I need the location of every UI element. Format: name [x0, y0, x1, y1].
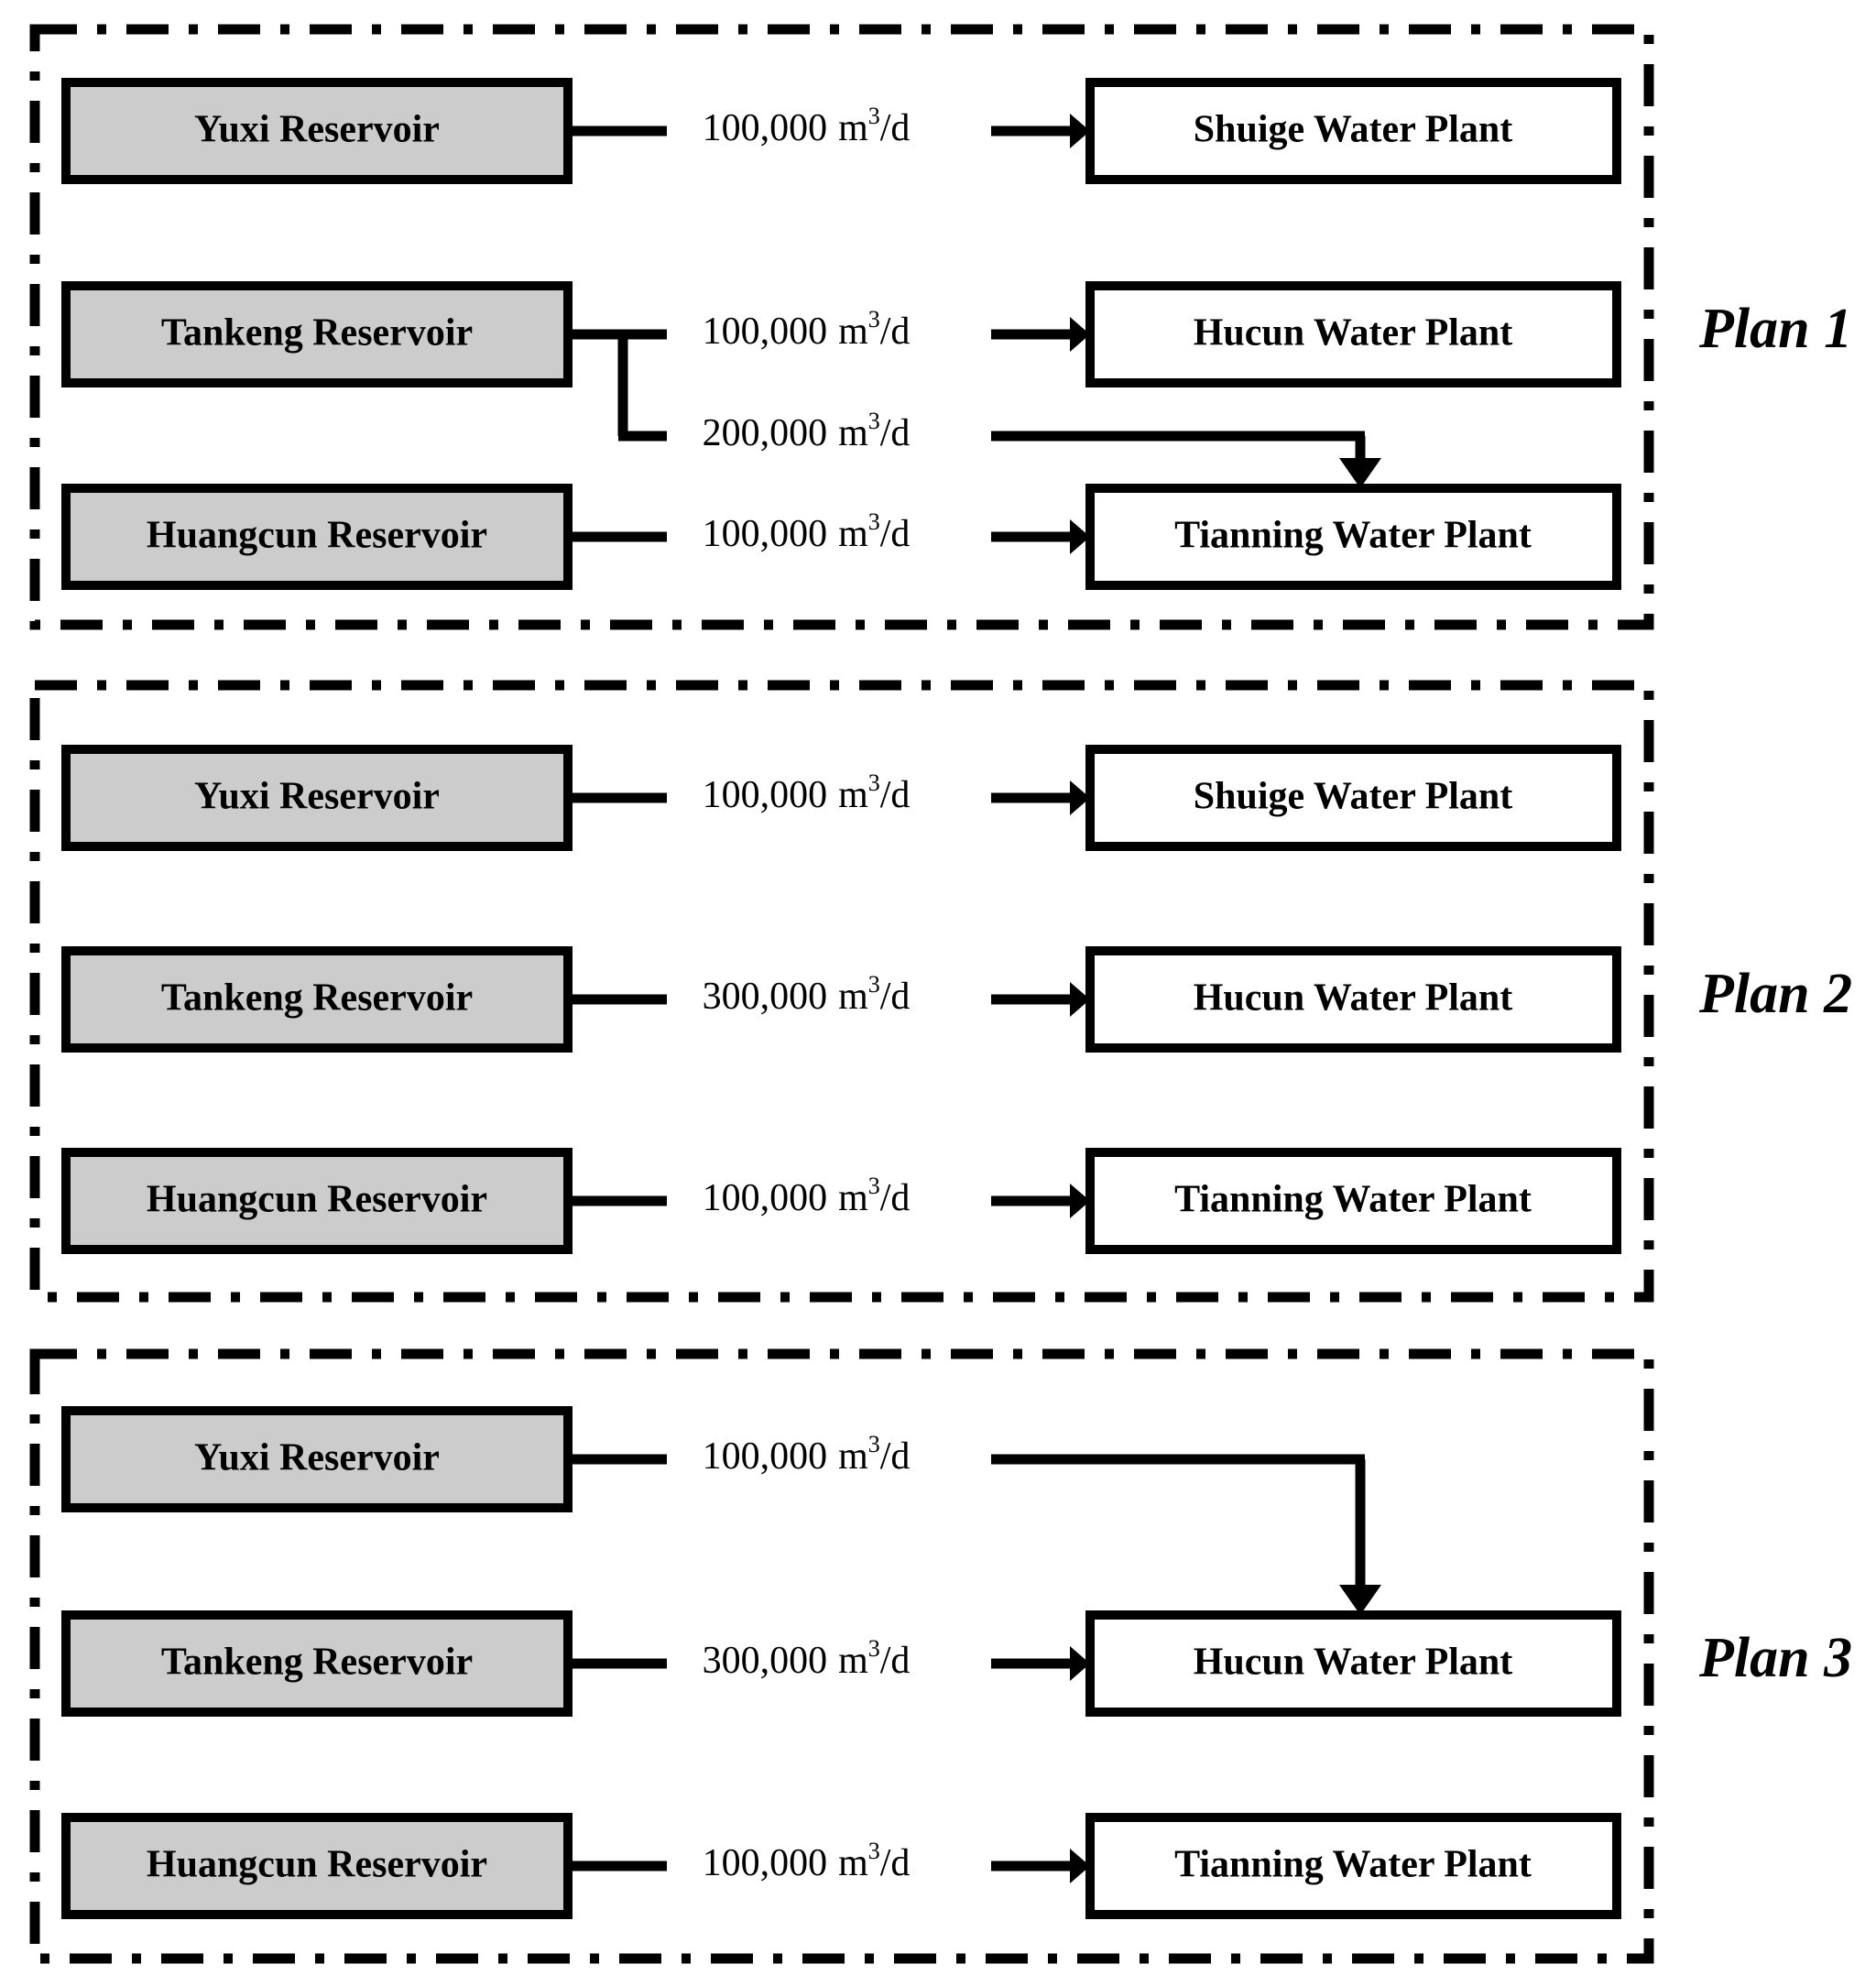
plan-3-plant-hucun-box — [1085, 1610, 1621, 1717]
plan-1-plant-tianning-label: Tianning Water Plant — [1174, 515, 1532, 557]
plan-2-flow-3-arrowhead — [1070, 1184, 1090, 1218]
plan-1-panel: Yuxi Reservoir Tankeng Reservoir Huangcu… — [29, 24, 1852, 630]
plan-1-reservoir-yuxi-box — [61, 78, 573, 184]
plan-3-reservoir-huangcun-label: Huangcun Reservoir — [147, 1844, 487, 1886]
plan-1-reservoir-tankeng-box — [61, 281, 573, 387]
plan-1-flow-3-arrowhead — [1339, 458, 1381, 488]
plan-3-plant-hucun-label: Hucun Water Plant — [1194, 1642, 1513, 1684]
plan-3-reservoir-huangcun-box — [61, 1813, 573, 1919]
plan-1-plant-shuige-box — [1085, 78, 1621, 184]
plan-2-reservoir-tankeng-box — [61, 946, 573, 1053]
plan-1-reservoir-yuxi-label: Yuxi Reservoir — [194, 109, 440, 151]
plan-1-flow-4-arrowhead — [1070, 519, 1090, 554]
plan-2-border — [29, 680, 1654, 1303]
plan-2-plant-tianning-label: Tianning Water Plant — [1174, 1179, 1532, 1221]
plan-2-reservoir-yuxi-label: Yuxi Reservoir — [194, 776, 440, 818]
plan-3-plant-tianning-label: Tianning Water Plant — [1174, 1844, 1532, 1886]
plan-3-border — [29, 1348, 1654, 1964]
plan-3-reservoir-tankeng-label: Tankeng Reservoir — [161, 1642, 473, 1684]
plan-2-panel: Yuxi Reservoir Tankeng Reservoir Huangcu… — [29, 680, 1852, 1303]
plan-2-reservoir-tankeng-label: Tankeng Reservoir — [161, 977, 473, 1020]
plan-3-reservoir-yuxi-label: Yuxi Reservoir — [194, 1437, 440, 1479]
plan-3-flow-1-arrowhead — [1339, 1585, 1381, 1615]
plan-3-plant-tianning-box — [1085, 1813, 1621, 1919]
plan-2-plant-hucun-label: Hucun Water Plant — [1194, 977, 1513, 1020]
plan-1-flow-2-arrowhead — [1070, 317, 1090, 352]
plan-1-title: Plan 1 — [1698, 298, 1852, 360]
plan-3-flow-2-arrowhead — [1070, 1646, 1090, 1681]
plan-2-plant-shuige-label: Shuige Water Plant — [1194, 776, 1513, 818]
plan-1-plant-shuige-label: Shuige Water Plant — [1194, 109, 1513, 151]
plan-1-reservoir-tankeng-label: Tankeng Reservoir — [161, 312, 473, 355]
plan-2-flow-2-arrowhead — [1070, 982, 1090, 1017]
plan-2-reservoir-huangcun-label: Huangcun Reservoir — [147, 1179, 487, 1221]
plan-2-title: Plan 2 — [1698, 963, 1852, 1025]
plan-2-reservoir-huangcun-box — [61, 1148, 573, 1254]
plan-1-reservoir-huangcun-box — [61, 484, 573, 590]
plan-3-title: Plan 3 — [1698, 1627, 1852, 1689]
plan-1-reservoir-huangcun-label: Huangcun Reservoir — [147, 515, 487, 557]
plan-1-plant-hucun-label: Hucun Water Plant — [1194, 312, 1513, 355]
plan-2-flow-1-arrowhead — [1070, 780, 1090, 815]
plan-3-flow-3-arrowhead — [1070, 1849, 1090, 1883]
plan-2-reservoir-yuxi-box — [61, 745, 573, 851]
plan-1-flow-1-arrowhead — [1070, 114, 1090, 148]
plan-3-reservoir-yuxi-box — [61, 1406, 573, 1512]
plan-3-panel: Yuxi Reservoir Tankeng Reservoir Huangcu… — [29, 1348, 1852, 1964]
plan-1-plant-hucun-box — [1085, 281, 1621, 387]
